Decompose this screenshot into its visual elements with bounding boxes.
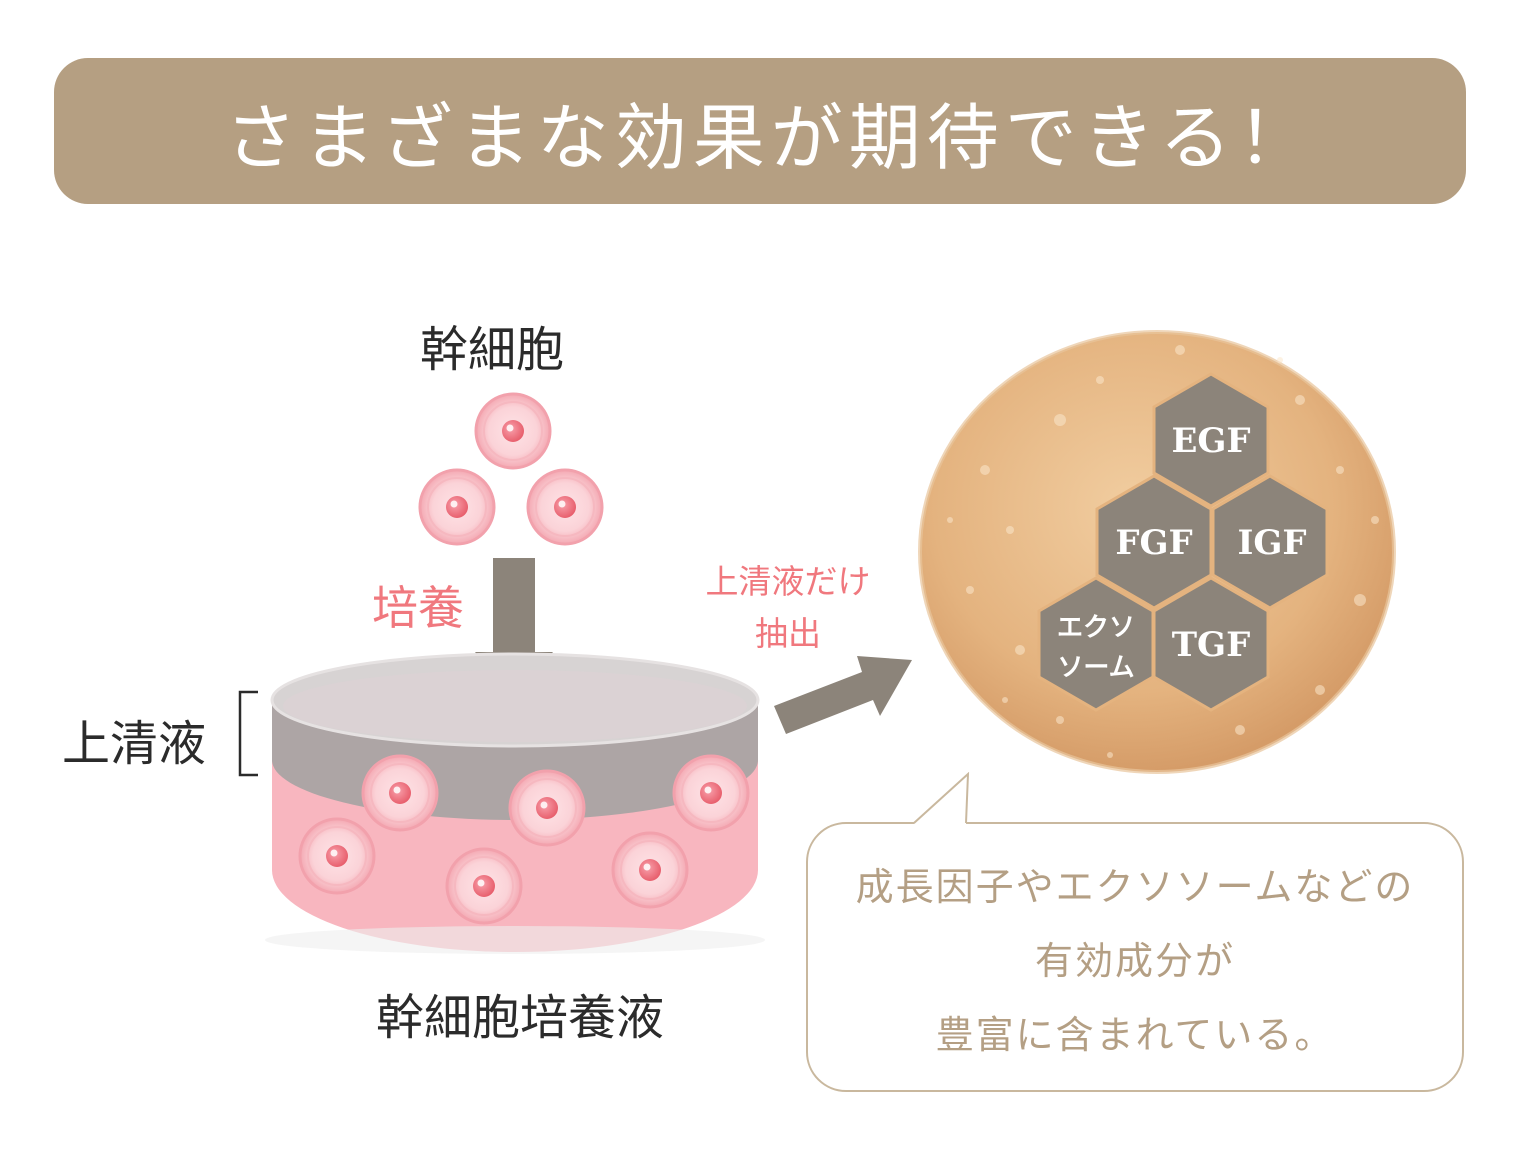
medium-cell	[361, 754, 439, 832]
extract-label: 上清液だけ 抽出	[690, 556, 886, 660]
culture-medium-label: 幹細胞培養液	[376, 990, 665, 1046]
extract-label-line2: 抽出	[755, 614, 821, 653]
hex-label-exosome-line1: エクソ	[1057, 613, 1135, 643]
bubble-line-1: 成長因子やエクソソームなどの	[855, 865, 1415, 909]
speech-bubble	[806, 822, 1464, 1092]
hex-label-egf: EGF	[1171, 421, 1250, 461]
stem-cell-top	[474, 392, 552, 470]
page-title: さまざまな効果が期待できる！	[224, 95, 1316, 180]
bubble-line-2: 有効成分が	[1034, 939, 1235, 983]
title-banner: さまざまな効果が期待できる！	[54, 58, 1466, 204]
supernatant-label: 上清液	[62, 716, 207, 772]
bubble-line-3: 豊富に含まれている。	[935, 1013, 1335, 1057]
hex-label-fgf: FGF	[1115, 523, 1192, 563]
medium-cell	[445, 847, 523, 925]
supernatant-bracket	[238, 690, 258, 777]
hexagon-igf	[1211, 474, 1329, 610]
hex-label-tgf: TGF	[1172, 625, 1250, 665]
culture-label: 培養	[372, 581, 464, 635]
hex-label-igf: IGF	[1237, 523, 1306, 563]
hexagon-egf	[1152, 372, 1270, 508]
stem-cell-label: 幹細胞	[420, 322, 565, 378]
medium-cell	[508, 769, 586, 847]
hex-label-exosome-line2: ソーム	[1057, 653, 1134, 683]
medium-cell	[672, 754, 750, 832]
speech-bubble-tail	[913, 772, 970, 824]
stem-cell-left	[418, 468, 496, 546]
extract-arrow-icon	[774, 656, 912, 734]
extract-label-line1: 上清液だけ	[705, 562, 871, 601]
hexagon-fgf	[1095, 474, 1213, 610]
medium-cell	[298, 817, 376, 895]
stem-cell-right	[526, 468, 604, 546]
speech-bubble-text: 成長因子やエクソソームなどの 有効成分が 豊富に含まれている。	[806, 850, 1464, 1072]
hexagon-tgf	[1152, 576, 1270, 712]
medium-cell	[611, 831, 689, 909]
